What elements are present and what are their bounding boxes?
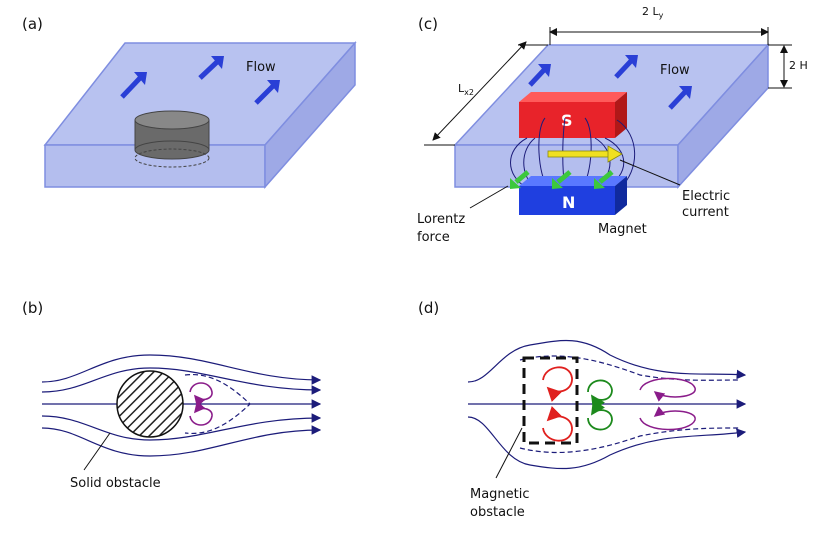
- cylinder-obstacle: [134, 110, 210, 168]
- streamlines-d: [467, 340, 747, 470]
- electric-current-label-2: current: [682, 205, 729, 220]
- vortices-green: [587, 379, 613, 431]
- lorentz-arrow-icon: [556, 170, 572, 184]
- flow-arrows-a: [120, 56, 280, 105]
- panel-c: (c) 2 Ly 2 H Lx2 Flow: [417, 5, 808, 245]
- lorentz-label-1: Lorentz: [417, 212, 465, 227]
- flow-arrow-icon: [198, 60, 219, 80]
- panel-label-b: (b): [22, 299, 43, 317]
- flow-arrow-icon: [120, 76, 142, 99]
- flow-arrow-icon: [668, 90, 687, 110]
- width-label: 2 Ly: [642, 5, 664, 20]
- lorentz-arrow-icon: [514, 170, 530, 184]
- panel-label-c: (c): [418, 15, 438, 33]
- panel-a: (a) Flow: [22, 15, 357, 189]
- length-label: Lx2: [458, 82, 474, 97]
- vortices-red: [542, 366, 573, 442]
- dimension-length: [432, 41, 527, 141]
- electric-current-arrow: [547, 145, 623, 163]
- panel-b: (b) Solid obstacle: [22, 299, 322, 491]
- magnetic-obstacle-label-2: obstacle: [470, 505, 525, 520]
- lorentz-label-2: force: [417, 230, 450, 245]
- flow-arrow-icon: [254, 84, 275, 105]
- flow-arrows-c: [528, 55, 692, 110]
- magnet-label: Magnet: [598, 222, 647, 237]
- streamlines-b: [41, 354, 322, 457]
- flow-arrow-icon: [528, 68, 546, 87]
- solid-obstacle-circle: [116, 370, 184, 438]
- height-label: 2 H: [789, 59, 808, 72]
- panel-d: (d) Magnetic obstacle: [418, 299, 747, 520]
- magnet-south: S: [519, 92, 627, 138]
- flow-label-c: Flow: [660, 63, 690, 78]
- flow-arrow-icon: [614, 59, 633, 79]
- magnet-s-label: S: [561, 111, 573, 130]
- flow-label-a: Flow: [246, 60, 276, 75]
- panel-label-d: (d): [418, 299, 439, 317]
- lorentz-force-arrows: [510, 170, 614, 189]
- slab-side-a: [264, 41, 356, 189]
- vortices-b: [189, 382, 213, 426]
- lorentz-arrow-icon: [598, 170, 614, 184]
- electric-current-label-1: Electric: [682, 189, 730, 204]
- solid-obstacle-label: Solid obstacle: [70, 476, 161, 491]
- magnet-north: N: [519, 176, 627, 215]
- magnetic-obstacle-box: [522, 356, 579, 445]
- magnetic-obstacle-label-1: Magnetic: [470, 487, 530, 502]
- vortices-purple-d: [639, 377, 696, 431]
- magnet-n-label: N: [562, 193, 575, 212]
- panel-label-a: (a): [22, 15, 43, 33]
